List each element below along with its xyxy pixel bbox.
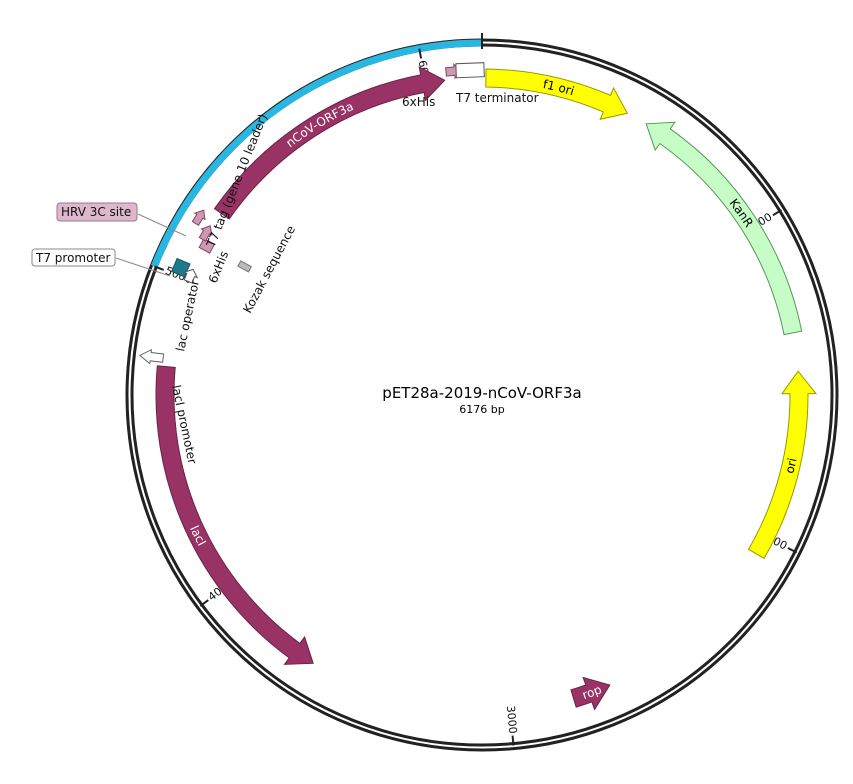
small-feature-shape-hrv-3c (191, 209, 206, 226)
feature-ori (747, 370, 818, 560)
his-tag-n-label: 6xHis (206, 249, 231, 285)
small-feature-lacI-promoter (138, 348, 165, 365)
feature-label-ncov-orf3a: nCoV-ORF3a (283, 99, 355, 150)
tick-mark-1000 (772, 209, 782, 217)
tick-mark-2000 (787, 547, 798, 554)
feature-laci (155, 365, 314, 665)
t7-promoter-callout-box (31, 248, 116, 267)
t7-promoter-callout: T7 promoter (31, 248, 116, 267)
t7-terminator-label: T7 terminator (455, 91, 539, 105)
small-feature-t7-terminator (455, 62, 485, 79)
lac-operator-label: lac operator (173, 279, 202, 353)
hrv-3c-leader (137, 213, 187, 237)
plasmid-size: 6176 bp (459, 403, 504, 416)
feature-rop (570, 676, 611, 711)
feature-ncov-orf3a (213, 66, 446, 220)
tick-mark-3000 (511, 735, 515, 746)
small-feature-t7-promoter (182, 268, 199, 284)
hrv-3c-callout-text: HRV 3C site (61, 205, 131, 219)
tick-mark-4000 (199, 599, 209, 607)
t7-promoter-leader (115, 257, 171, 277)
tick-label-3000: 3000 (504, 705, 519, 734)
feature-label-ori: ori (782, 457, 799, 475)
small-feature-shape-kozak (237, 260, 252, 273)
hrv-3c-callout: HRV 3C site (56, 202, 138, 222)
plasmid-name: pET28a-2019-nCoV-ORF3a (382, 384, 581, 402)
small-feature-shape-his-tag-n (198, 237, 216, 254)
small-feature-shape-t7-promoter (182, 268, 199, 284)
small-feature-t7-tag (198, 225, 213, 242)
small-feature-shape-lacI-promoter (138, 348, 165, 365)
his-tag-c-label: 6xHis (402, 95, 435, 109)
small-feature-his-tag-n (198, 237, 216, 254)
small-feature-kozak (237, 260, 252, 273)
tick-mark-6000 (418, 48, 423, 59)
feature-kanr (645, 121, 803, 336)
feature-f1-ori (485, 68, 629, 120)
small-features (138, 62, 485, 365)
feature-label-rop: rop (580, 682, 603, 702)
hrv-3c-callout-box (56, 202, 138, 222)
small-feature-shape-t7-tag (198, 225, 213, 242)
small-feature-hrv-3c (191, 209, 206, 226)
insert-region-highlight (151, 39, 482, 268)
t7-promoter-callout-text: T7 promoter (35, 251, 111, 265)
tick-mark-5000 (154, 265, 165, 271)
small-feature-shape-t7-terminator (455, 62, 485, 79)
